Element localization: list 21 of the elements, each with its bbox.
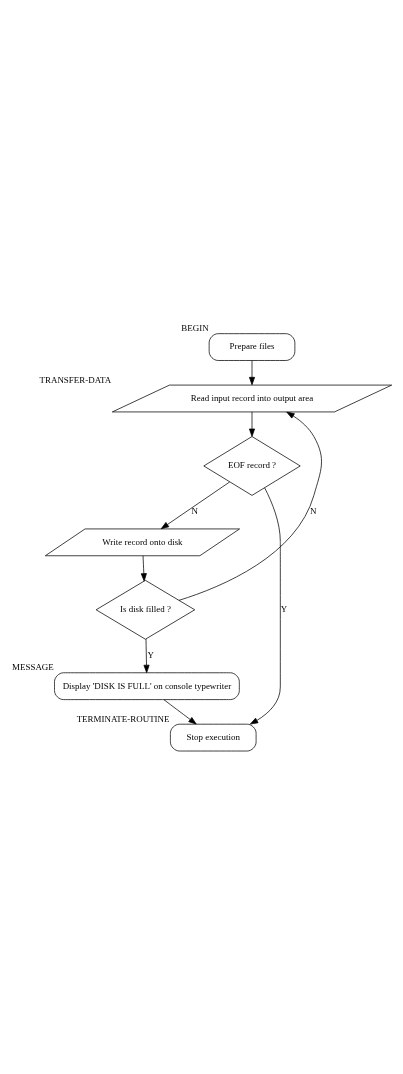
arrow: [178, 411, 322, 601]
edge-label: Y: [147, 649, 154, 660]
node-label: MESSAGE: [12, 661, 54, 672]
arrow: [140, 554, 147, 581]
edge-label: Y: [280, 603, 288, 614]
node-box: Display 'DISK IS FULL' on console typewriter: [54, 671, 240, 700]
edge-label: N: [191, 505, 198, 516]
node-label: TERMINATE-ROUTINE: [76, 713, 170, 724]
node-box: Prepare files: [208, 332, 296, 361]
node-label: TRANSFER-DATA: [39, 374, 112, 385]
node-diamond: Is disk filled ?: [95, 579, 196, 640]
edge-label: N: [309, 505, 317, 516]
node-box: Stop execution: [170, 723, 257, 751]
arrow: [249, 487, 281, 724]
arrow: [163, 698, 197, 724]
arrow: [143, 638, 150, 673]
node-label: BEGIN: [181, 322, 209, 333]
arrow: [160, 481, 230, 529]
node-diamond: EOF record ?: [203, 435, 301, 496]
arrow: [249, 411, 255, 437]
arrow: [249, 359, 255, 385]
